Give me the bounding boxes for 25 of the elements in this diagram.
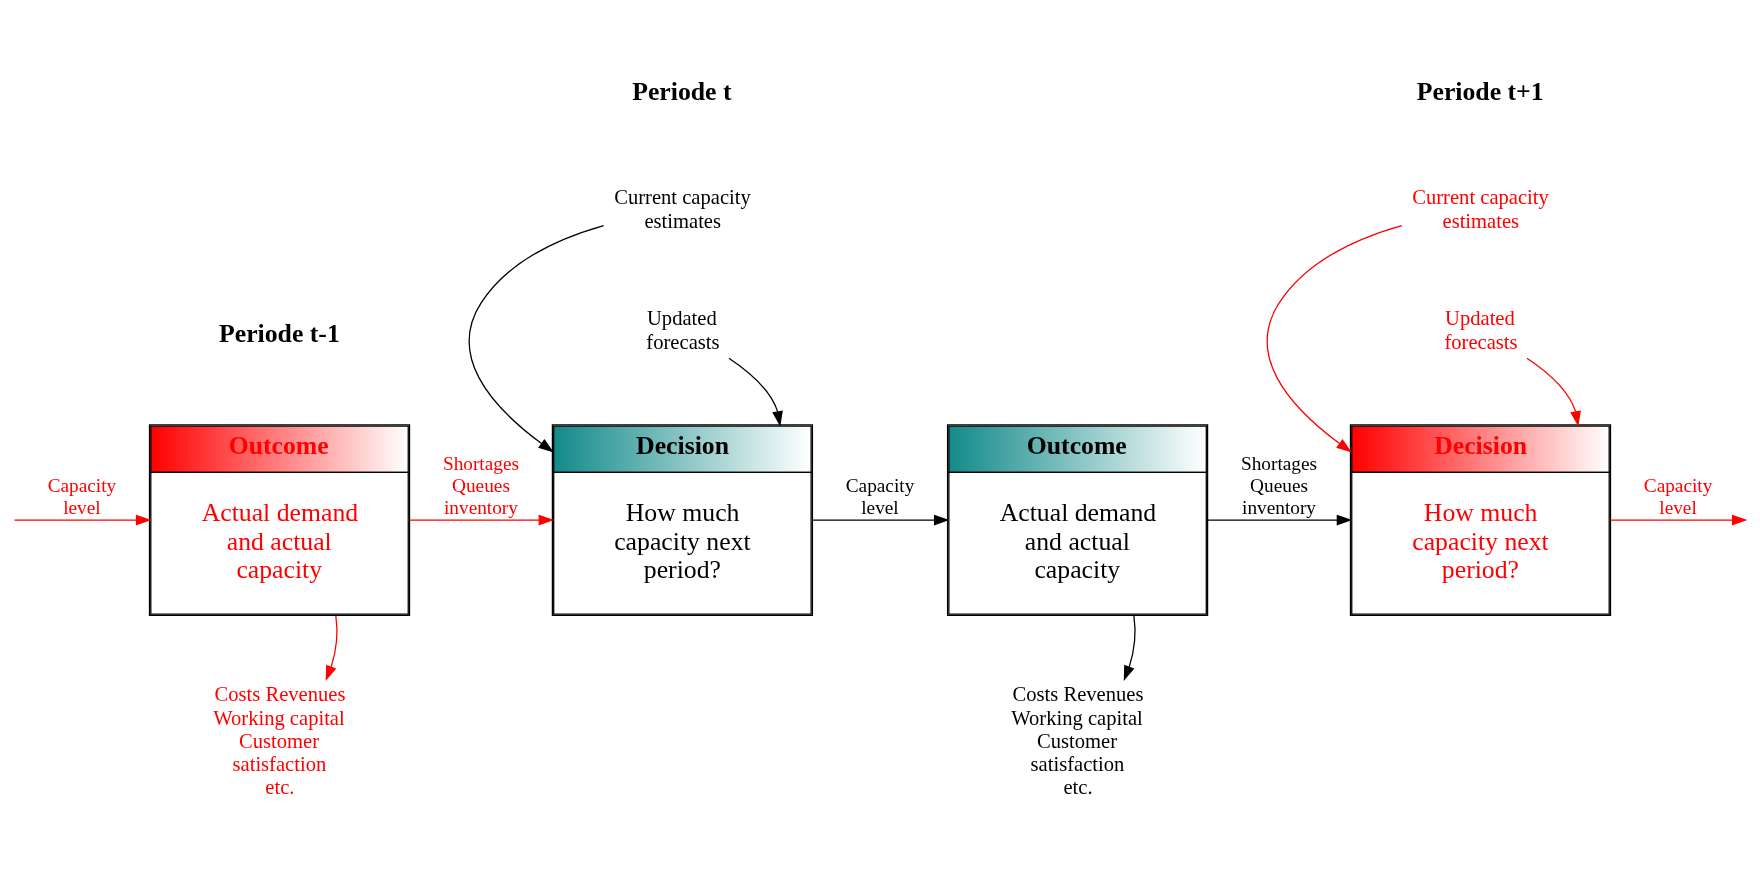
label: Periode t-1	[219, 318, 340, 348]
node-text: Updated forecasts	[646, 306, 720, 353]
node-text: Current capacity estimates	[1412, 185, 1549, 232]
arrow	[1123, 614, 1136, 681]
node-text: Costs Revenues Working capital Customer satisfaction etc.	[213, 682, 346, 798]
arrow	[812, 514, 950, 525]
arrow	[13, 514, 152, 525]
label: Periode t	[632, 76, 732, 106]
node-text: Costs Revenues Working capital Customer satisfaction etc.	[1011, 682, 1144, 798]
node-text: Current capacity estimates	[614, 185, 751, 232]
edge-label: Capacity level	[1643, 474, 1713, 518]
edge-label: Shortages Queues inventory	[1240, 452, 1318, 518]
node-text: Updated forecasts	[1444, 306, 1518, 353]
edge-label: Shortages Queues inventory	[442, 452, 520, 518]
edge-label: Capacity level	[845, 474, 915, 518]
arrow	[468, 224, 605, 452]
arrow	[325, 614, 338, 681]
arrow	[1207, 514, 1353, 525]
arrow	[409, 514, 555, 525]
arrow	[1526, 357, 1581, 427]
arrow	[1266, 224, 1403, 452]
edge-label: Capacity level	[47, 474, 117, 518]
arrow	[1609, 514, 1748, 525]
arrow	[728, 357, 783, 427]
label: Periode t+1	[1416, 76, 1544, 106]
